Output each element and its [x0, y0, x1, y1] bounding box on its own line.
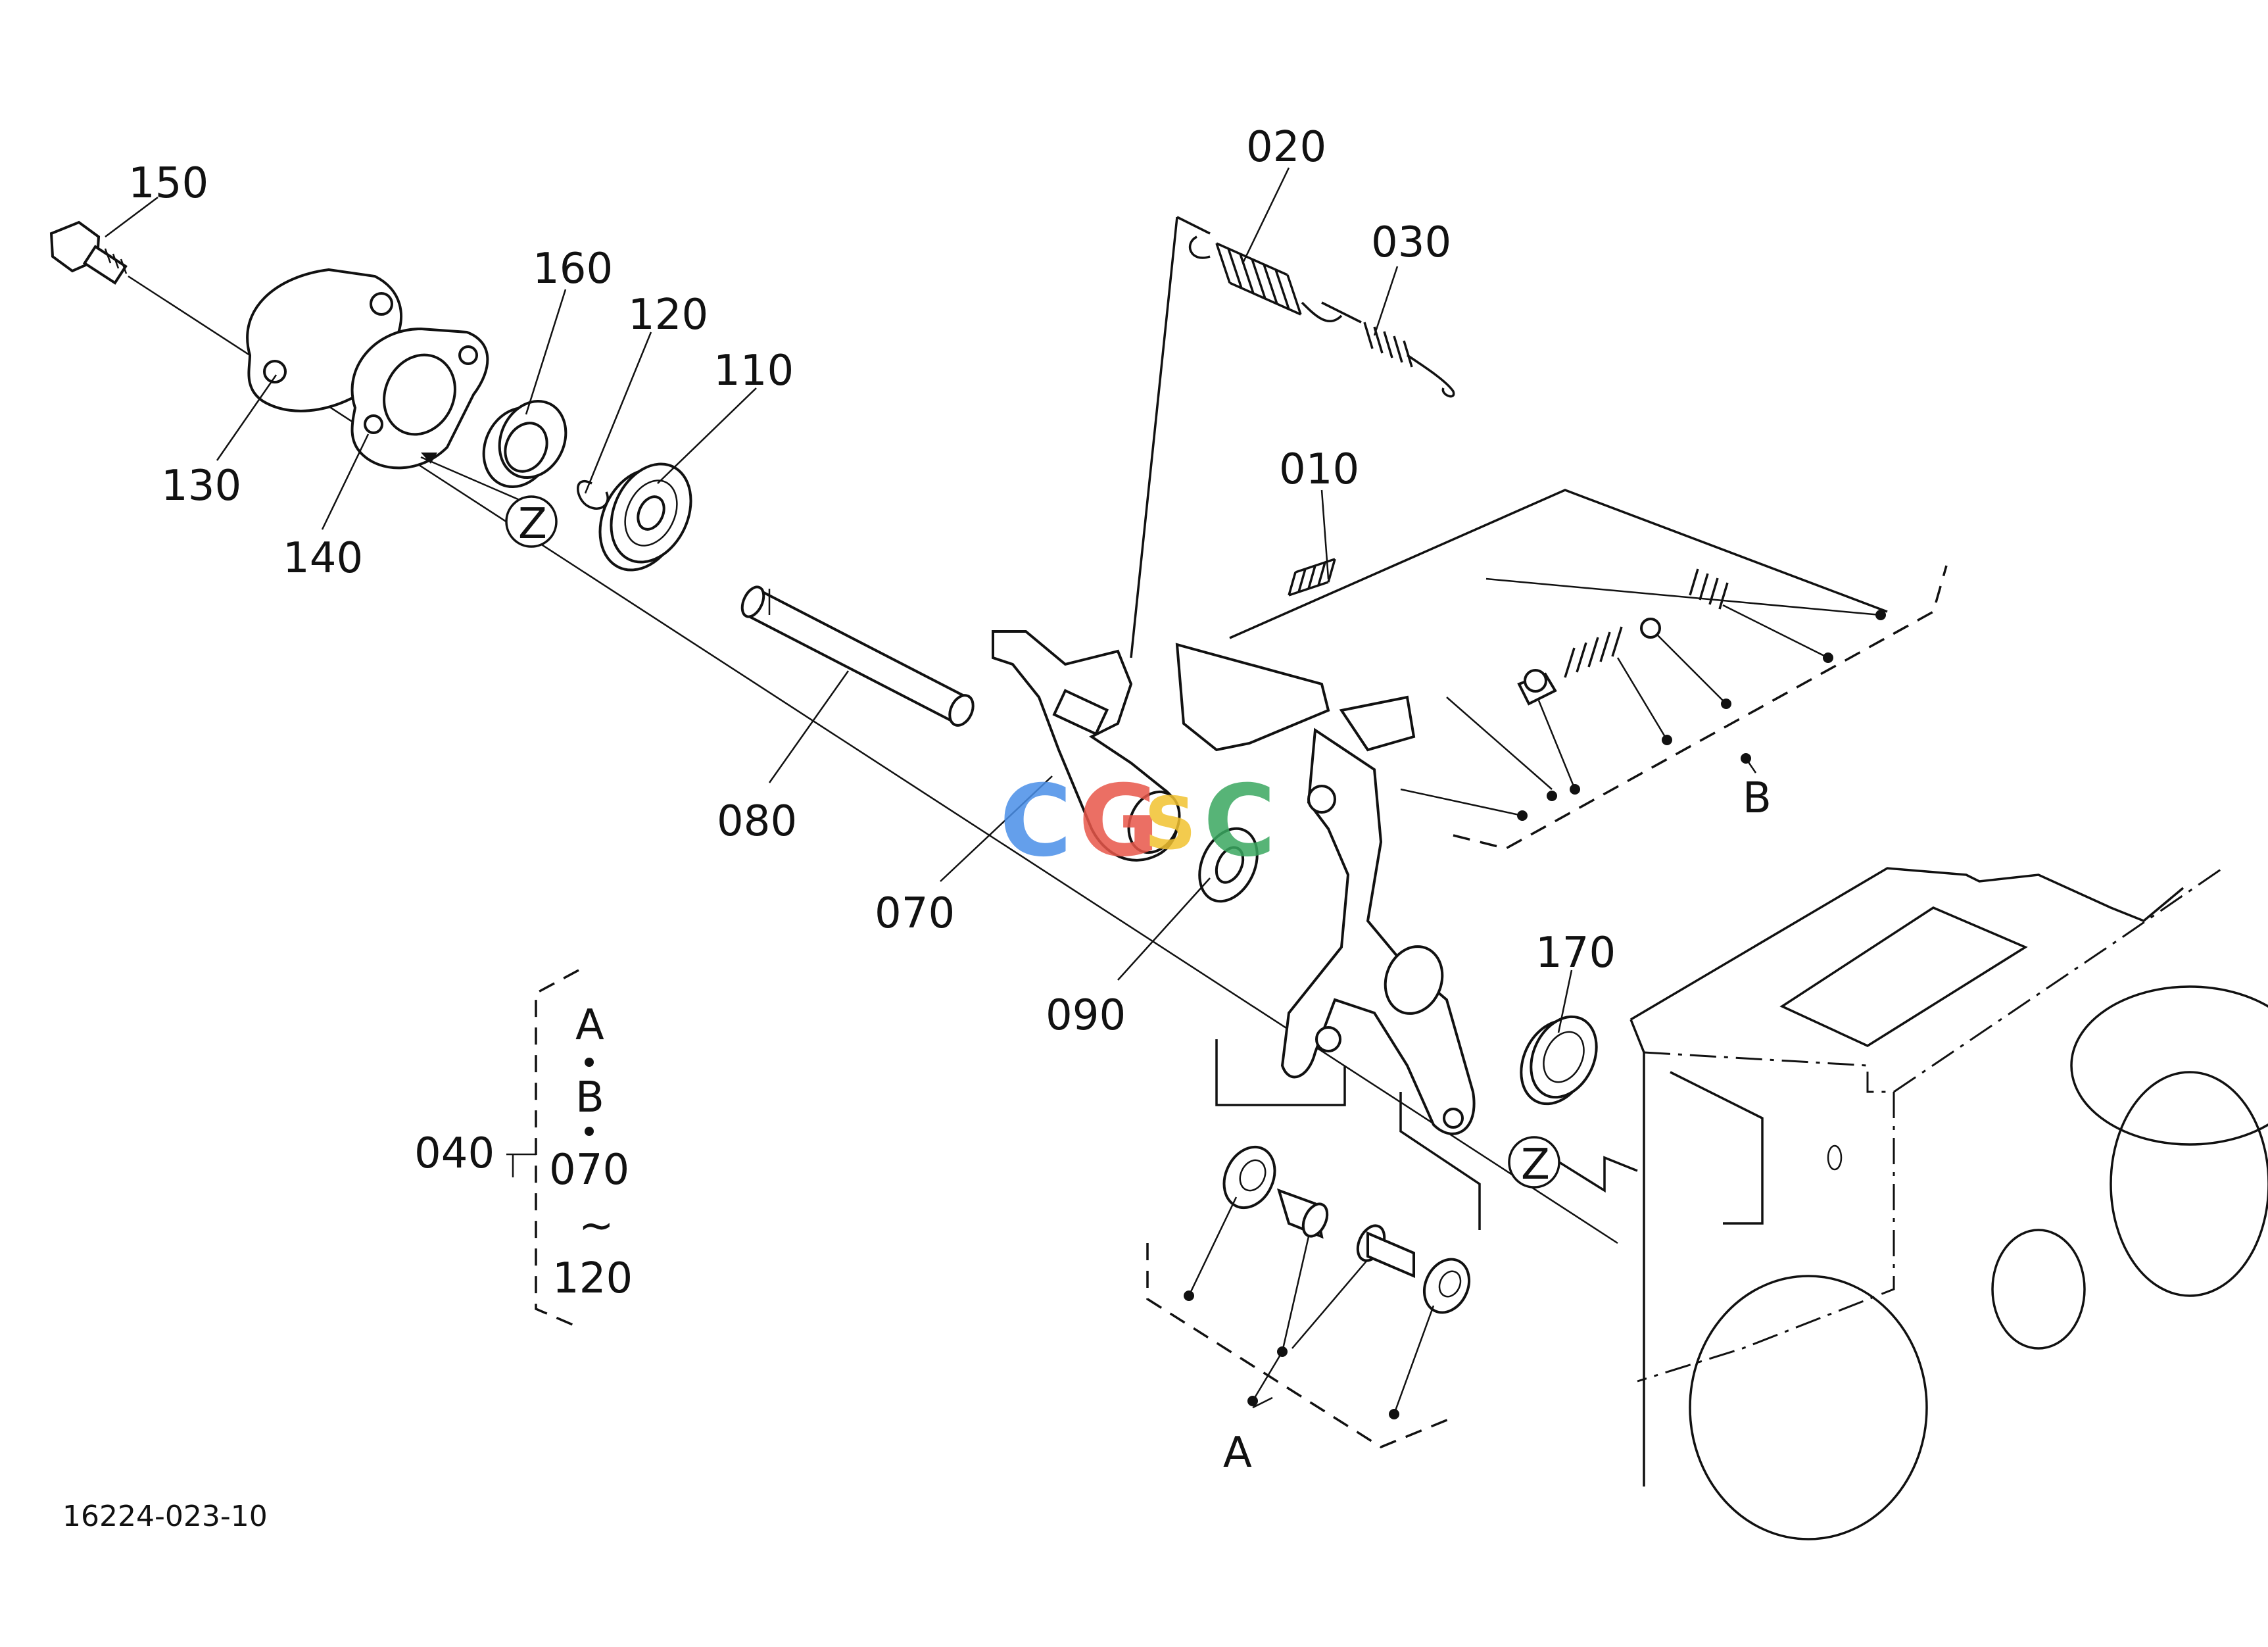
group-a-bracket-line: [1215, 1039, 1346, 1106]
svg-text:C: C: [1203, 764, 1276, 879]
part-010-spring: [1288, 558, 1336, 597]
label-070: 070: [875, 889, 955, 938]
svg-text:G: G: [1078, 764, 1159, 879]
assembly-040-group: 040 A B 070 ~ 120: [414, 969, 633, 1330]
group-a-outline: [1146, 1243, 1454, 1448]
leader-lines: [105, 167, 1757, 1409]
label-090: 090: [1046, 991, 1126, 1040]
group-b-parts: [1400, 568, 1886, 821]
group-b-label: B: [1743, 774, 1772, 823]
group-b-bracket-line: [1229, 489, 1888, 639]
watermark-logo: C G S C: [1000, 764, 1276, 879]
part-020-spring: [1189, 235, 1343, 323]
part-070-governor-lever: [992, 630, 1181, 862]
part-090-thrust-washer: [1198, 827, 1259, 903]
label-160: 160: [533, 245, 613, 293]
z-arrow-line-2: [1551, 1156, 1638, 1193]
assembly-number: 040: [414, 1129, 495, 1178]
label-130: 130: [161, 462, 241, 510]
z-arrow-line-1: [420, 456, 520, 501]
label-150: 150: [128, 159, 208, 208]
part-030-spring: [1321, 301, 1455, 398]
spring-link-bracket: [1130, 216, 1211, 658]
assembly-line-5: 120: [552, 1254, 633, 1303]
label-120: 120: [628, 291, 708, 339]
group-b-outline: [1453, 565, 1948, 850]
engine-housing: [1629, 867, 2268, 1540]
z-arrow-head-1: [421, 453, 437, 464]
svg-text:Z: Z: [518, 500, 547, 549]
label-080: 080: [717, 797, 797, 846]
part-120-circlip: [577, 480, 609, 510]
part-170-ball-bearing: [1520, 1015, 1598, 1106]
governor-fork-lever: [1175, 643, 1476, 1135]
part-150-bolt: [49, 220, 128, 285]
group-a-parts: [1184, 1145, 1471, 1419]
label-020: 020: [1246, 123, 1326, 172]
part-140-gasket: [350, 327, 489, 470]
part-080-shaft: [740, 585, 975, 727]
part-160-oil-seal: [482, 399, 567, 489]
svg-text:S: S: [1144, 781, 1196, 866]
assembly-line-3: 070: [549, 1146, 629, 1194]
label-110: 110: [713, 347, 794, 395]
part-110-ball-bearing: [598, 462, 692, 572]
assembly-line-1: A: [575, 1001, 604, 1050]
label-030: 030: [1371, 218, 1451, 267]
z-callout-1: Z: [505, 495, 558, 549]
z-callout-2: Z: [1508, 1136, 1560, 1189]
assembly-line-2: B: [575, 1073, 604, 1122]
label-170: 170: [1535, 929, 1616, 977]
group-a-bracket-line-2: [1399, 1092, 1481, 1230]
label-010: 010: [1279, 445, 1359, 494]
group-a-label: A: [1223, 1429, 1252, 1477]
label-140: 140: [283, 534, 363, 583]
diagram-id: 16224-023-10: [62, 1500, 268, 1533]
svg-text:C: C: [1000, 764, 1072, 879]
svg-text:Z: Z: [1521, 1141, 1550, 1189]
assembly-line-4: ~: [579, 1202, 614, 1250]
